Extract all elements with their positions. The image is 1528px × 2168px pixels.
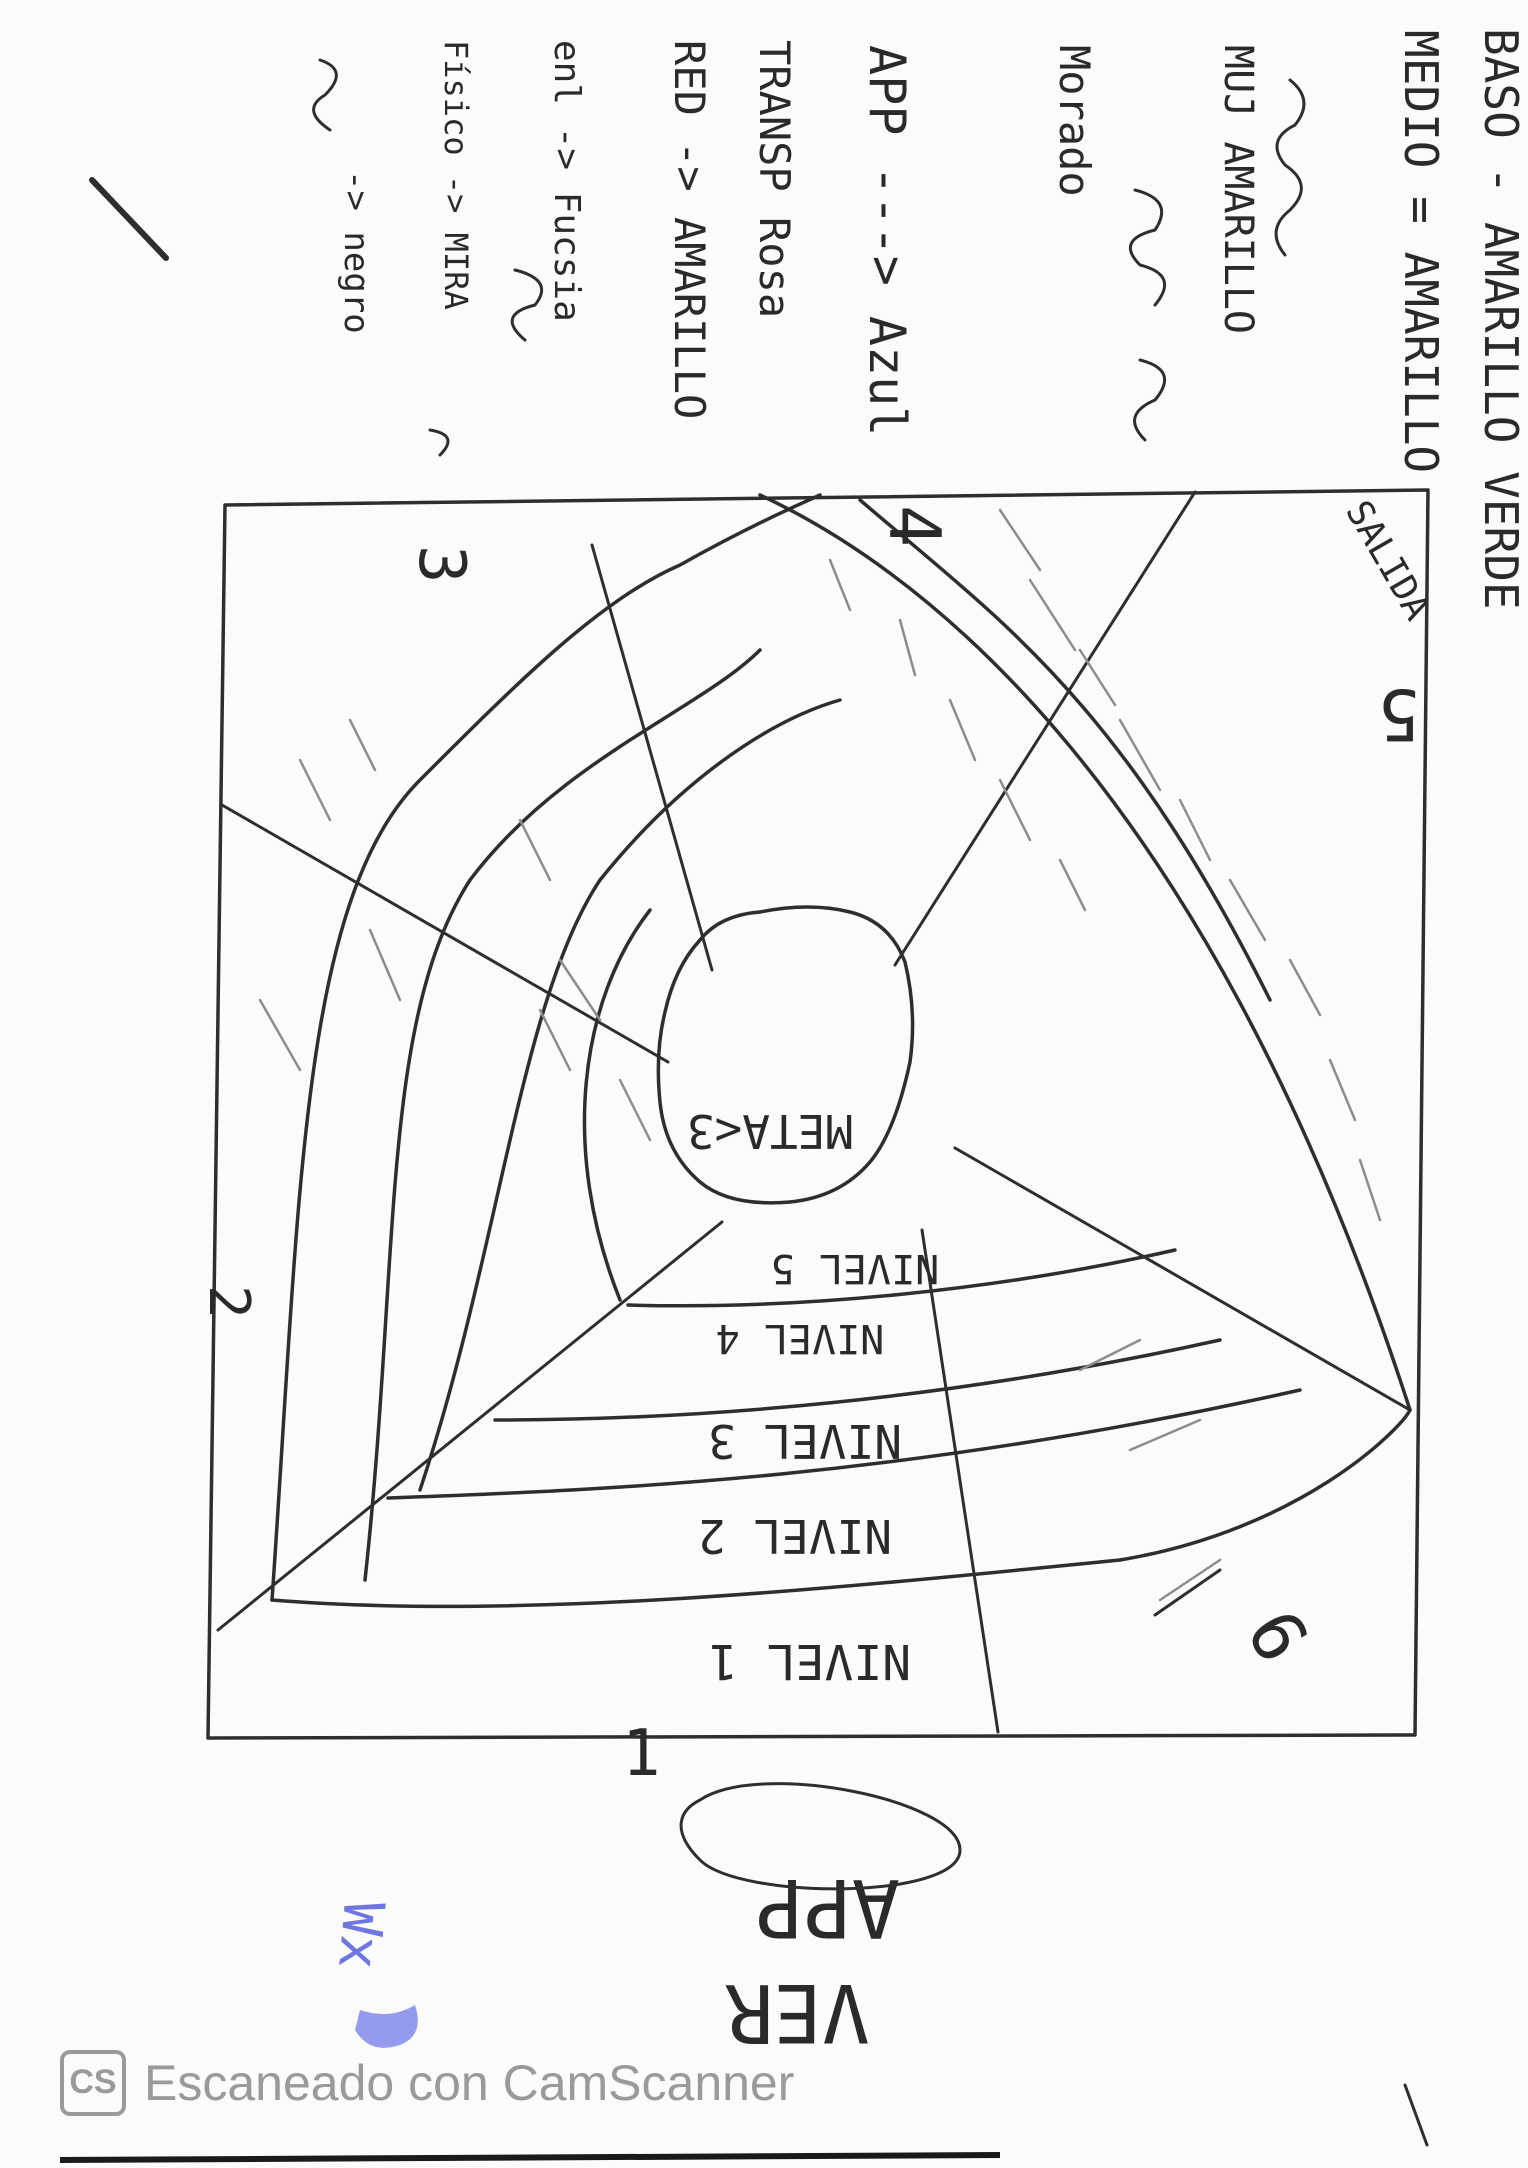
level-label-4: NIVEL 4 xyxy=(716,1315,885,1361)
notes-block-6: TRANSP Rosa xyxy=(750,40,799,318)
scribbles xyxy=(312,58,1306,457)
note-line-4: Morado xyxy=(1050,45,1099,197)
notes-block-3: MUJ AMARILLO xyxy=(1215,45,1261,334)
goal-node: META<3 xyxy=(656,905,915,1205)
diagram: META<3 NIVEL 5 NIVEL 4 NIVEL 3 NIVEL 2 N… xyxy=(196,488,1438,1791)
goal-label: META<3 xyxy=(687,1104,853,1158)
watermark-text: Escaneado con CamScanner xyxy=(144,2054,795,2111)
stamp-text: Wx xyxy=(325,1899,396,1972)
salida-label: SALIDA xyxy=(1337,494,1438,627)
corner-mark xyxy=(1403,2083,1429,2147)
zone-number-1: 1 xyxy=(622,1717,661,1791)
zone-number-3: 3 xyxy=(404,545,478,584)
note-line-8: enl -> Fucsia xyxy=(546,40,587,322)
note-line-1: BASO - AMARILLO VERDE xyxy=(1474,28,1528,610)
zone-6-dash xyxy=(1153,1568,1222,1617)
note-line-9: Físico -> MIRA xyxy=(437,40,475,310)
level-label-1: NIVEL 1 xyxy=(709,1633,911,1689)
note-line-3: MUJ AMARILLO xyxy=(1215,45,1261,334)
note-line-6: TRANSP Rosa xyxy=(750,40,799,318)
zone-number-6: 6 xyxy=(1230,1597,1324,1677)
notes-block: BASO - AMARILLO VERDE xyxy=(1474,28,1528,610)
camscanner-watermark: CS Escaneado con CamScanner xyxy=(60,2045,794,2120)
zone-number-4: 4 xyxy=(873,505,955,547)
camscanner-logo-icon: CS xyxy=(60,2049,126,2116)
level-label-2: NIVEL 2 xyxy=(698,1509,892,1563)
margin-stroke xyxy=(89,177,169,261)
level-arcs xyxy=(270,493,1412,1609)
note-line-10: -> negro xyxy=(336,170,376,334)
notes-block-4: Morado xyxy=(1050,45,1099,197)
notes-block-7: RED -> AMARILLO xyxy=(665,40,714,419)
notes-block-10: -> negro xyxy=(336,170,376,334)
notes-block-2: MEDIO = AMARILLO xyxy=(1394,30,1448,473)
bottom-note: VER APP xyxy=(679,1782,962,2059)
note-line-7: RED -> AMARILLO xyxy=(665,40,714,419)
page-edge xyxy=(59,2152,1001,2163)
bottom-word-ver: VER xyxy=(725,1966,870,2059)
notes-block-5: APP ---> Azul xyxy=(858,45,916,436)
bottom-word-app: APP xyxy=(756,1861,901,1954)
hatching xyxy=(258,508,1382,1602)
notes-block-9: Físico -> MIRA xyxy=(437,40,475,310)
zone-number-5: 5 xyxy=(1378,673,1420,755)
zone-number-2: 2 xyxy=(196,1285,261,1319)
blue-stamp: Wx xyxy=(325,1899,418,2048)
diagram-frame xyxy=(206,488,1430,1740)
level-label-5: NIVEL 5 xyxy=(771,1245,940,1291)
note-line-5: APP ---> Azul xyxy=(858,45,916,436)
radial-lines xyxy=(216,490,1412,1734)
note-line-2: MEDIO = AMARILLO xyxy=(1394,30,1448,473)
level-label-3: NIVEL 3 xyxy=(708,1414,902,1468)
app-circle xyxy=(679,1782,962,1891)
notes-block-8: enl -> Fucsia xyxy=(546,40,587,322)
